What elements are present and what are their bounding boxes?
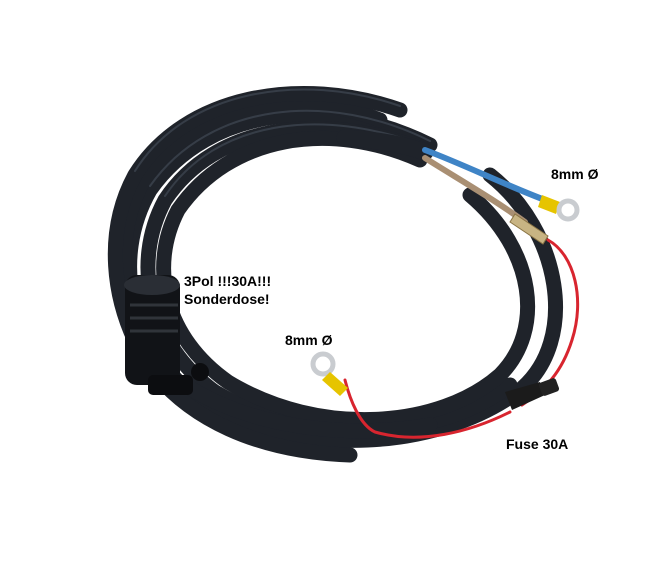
ring-terminal-top-icon <box>556 198 580 222</box>
fuse-holder-icon <box>505 378 560 410</box>
cable-sheath-end <box>336 129 434 161</box>
socket-label-line1: 3Pol !!!30A!!! <box>184 273 272 289</box>
socket-label: 3Pol !!!30A!!! Sonderdose! <box>184 272 271 308</box>
cable-coil <box>107 86 564 463</box>
socket-connector-icon <box>124 275 209 395</box>
ring-terminal-size-label-left: 8mm Ø <box>285 332 333 348</box>
blue-wire <box>422 147 560 214</box>
fuse-label: Fuse 30A <box>506 436 569 452</box>
brown-wire <box>422 155 549 245</box>
socket-label-line2: Sonderdose! <box>184 291 270 307</box>
ring-terminal-size-label: 8mm Ø <box>551 166 599 182</box>
ring-terminal-left-icon <box>310 351 348 396</box>
